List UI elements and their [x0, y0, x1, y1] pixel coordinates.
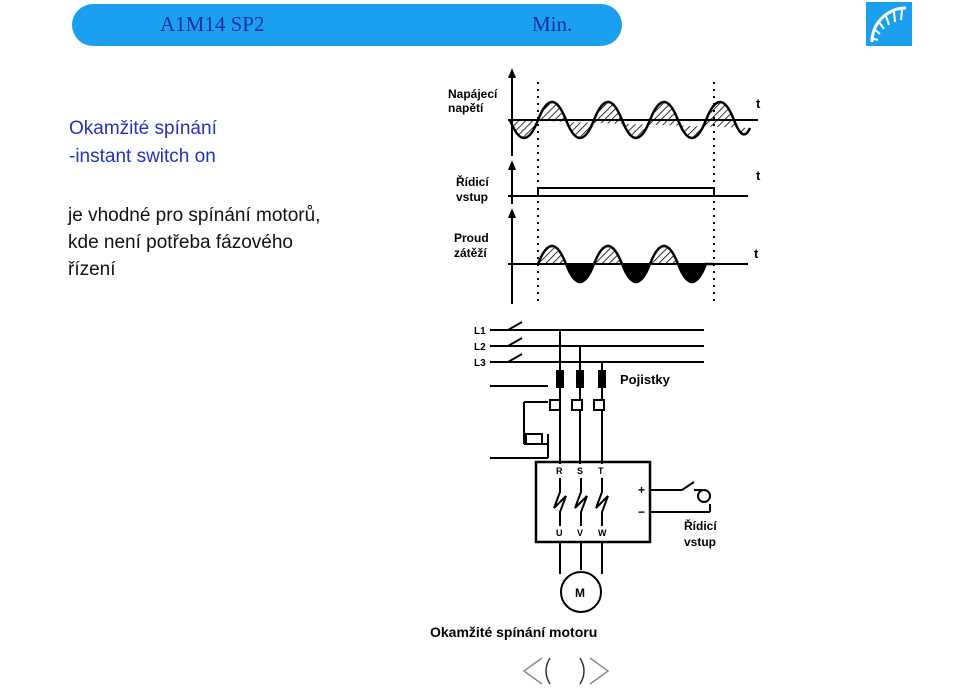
- motor-label: M: [575, 586, 585, 600]
- control-input-label: Řídicí: [684, 518, 717, 533]
- control-input-label: vstup: [684, 535, 716, 549]
- terminal-label: W: [598, 528, 607, 538]
- switch-unit: [534, 460, 652, 544]
- switching-figure: Napájecí napětí Řídicí vstup Proud zátěž…: [430, 68, 761, 640]
- terminal-label: T: [598, 466, 604, 476]
- slide-navigation: [522, 657, 610, 685]
- body-line: řízení: [68, 259, 116, 280]
- supply-voltage-label: Napájecí: [448, 87, 498, 101]
- time-axis-label: t: [756, 96, 761, 111]
- terminal-label: R: [556, 466, 563, 476]
- supply-voltage-label: napětí: [448, 101, 484, 115]
- phase-label: L2: [474, 342, 486, 353]
- time-axis-label: t: [756, 168, 761, 183]
- time-axis-label: t: [754, 246, 759, 261]
- load-current-label: Proud: [454, 231, 489, 245]
- chevron-left-icon[interactable]: [522, 657, 551, 685]
- fan-logo-icon: [866, 2, 912, 46]
- chevron-right-icon[interactable]: [579, 657, 610, 685]
- control-pulse: [537, 187, 715, 197]
- load-current-label: zátěží: [454, 246, 487, 260]
- terminal-label: V: [577, 528, 583, 538]
- terminal-label: U: [556, 528, 563, 538]
- figure-caption: Okamžité spínání motoru: [430, 624, 597, 640]
- minus-terminal: −: [638, 505, 645, 519]
- body-line: kde není potřeba fázového: [68, 232, 294, 253]
- phase-label: L1: [474, 326, 486, 337]
- slide-title: Okamžité spínání: [69, 118, 217, 139]
- plus-terminal: +: [638, 483, 645, 497]
- body-text: je vhodné pro spínání motorů, kde není p…: [68, 202, 398, 283]
- control-input-label: vstup: [456, 190, 488, 204]
- phase-label: L3: [474, 358, 486, 369]
- supply-waveform: [508, 100, 752, 140]
- fuses-label: Pojistky: [620, 372, 671, 387]
- header-banner: [72, 4, 622, 46]
- slide-subtitle: -instant switch on: [69, 146, 216, 167]
- course-code: A1M14 SP2: [160, 12, 265, 36]
- lecture-label: Min.: [532, 12, 573, 36]
- terminal-label: S: [577, 466, 583, 476]
- body-line: je vhodné pro spínání motorů,: [68, 205, 321, 226]
- control-input-label: Řídicí: [456, 174, 489, 189]
